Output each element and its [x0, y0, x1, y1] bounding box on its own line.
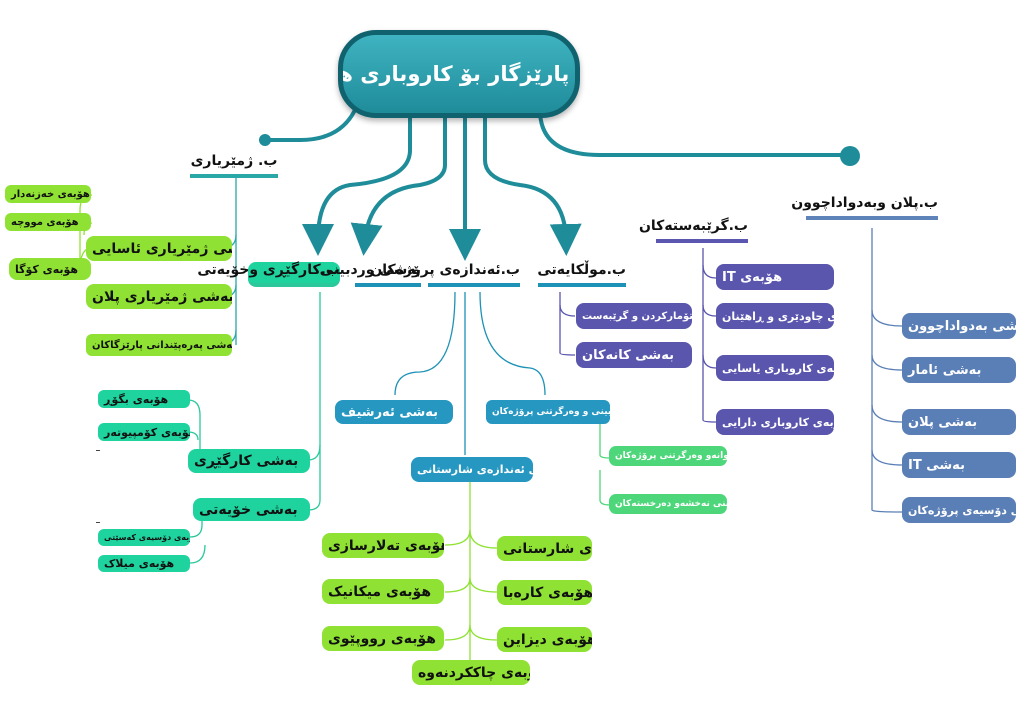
zhmeryari-item-3[interactable]: بەشی پەرەپێندانی پارێزگاکان — [86, 334, 232, 356]
khoyeti-sub-2[interactable]: هۆبەی میلاک — [98, 555, 190, 572]
andazyari-civil[interactable]: بەشی ئەندازەی شارستانی — [411, 457, 533, 482]
andazyari-review[interactable]: بەشی وردبینی و وەرگرتنی پرۆژەکان — [486, 400, 610, 424]
header-wurdbini[interactable]: بەشی وردبینی — [320, 262, 421, 287]
zhmeryari-item-2[interactable]: بەشی ژمێریاری پلان — [86, 284, 232, 309]
kargeri-sub-1[interactable]: هۆبەی بگۆڕ — [98, 390, 190, 408]
plan-item-3[interactable]: بەشی پلان — [902, 409, 1016, 435]
zhmeryari-sub-3[interactable]: هۆبەی کۆگا — [9, 258, 91, 280]
review-sub-2[interactable]: هۆبەی وردبینی نەخشەو دەرخستەکان — [609, 494, 727, 514]
civil-bottom[interactable]: هۆبەی چاککردنەوە — [412, 660, 530, 685]
header-kargeri[interactable]: ب.کارگێڕی وخۆیەتی — [197, 262, 340, 287]
andazyari-archive[interactable]: بەشی ئەرشیف — [335, 400, 453, 424]
connector-dot — [259, 134, 271, 146]
civil-right-2[interactable]: هۆبەی کارەبا — [497, 580, 592, 605]
civil-left-1[interactable]: هۆبەی تەلارسازی — [322, 533, 444, 558]
khoyeti-sub-1[interactable]: هۆبەی دۆسیەی کەسێتی — [98, 529, 190, 546]
zhmeryari-item-1[interactable]: بەشی ژمێریاری ئاسایی — [86, 236, 232, 261]
header-grebast[interactable]: ب.گرێبەستەکان — [639, 218, 748, 243]
kargeri-sub-2[interactable]: هۆبەی کۆمپیوتەر — [98, 423, 190, 441]
grebast-item-1[interactable]: هۆبەی IT — [716, 264, 834, 290]
header-zhmeryari[interactable]: ب. ژمێریاری — [190, 153, 278, 178]
zhmeryari-sub-1[interactable]: هۆبەی خەزنەدار — [5, 185, 91, 203]
grebast-item-3[interactable]: هۆبەی کاروباری یاسایی — [716, 355, 834, 381]
header-andazyari[interactable]: ب.ئەندازەی پرۆژەکان — [370, 262, 520, 287]
kargeri-item-2[interactable]: بەشی خۆیەتی — [193, 498, 310, 521]
civil-left-2[interactable]: هۆبەی میکانیک — [322, 579, 444, 604]
civil-right-1[interactable]: هۆبەی شارستانی — [497, 536, 592, 561]
civil-right-3[interactable]: هۆبەی دیزاین — [497, 627, 592, 652]
root-title[interactable]: جێگری پارێزگار بۆ کاروباری هونەری — [338, 30, 580, 118]
kargeri-item-1[interactable]: بەشی کارگێڕی — [188, 449, 310, 473]
header-mulkayati[interactable]: ب.موڵکایەتی — [537, 262, 626, 287]
mulkayati-item-1[interactable]: بەشی تۆمارکردن و گرێبەست — [576, 303, 692, 329]
review-sub-1[interactable]: هۆبەی پێوانەو وەرگرتنی پرۆژەکان — [609, 446, 727, 466]
connector-dot — [840, 146, 860, 166]
tick-mark — [96, 522, 100, 523]
tick-mark — [96, 450, 100, 451]
header-plan[interactable]: ب.پلان وبەدواداچوون — [791, 195, 938, 220]
mulkayati-item-2[interactable]: بەشی کانەکان — [576, 342, 692, 368]
civil-left-3[interactable]: هۆبەی رووپێوی — [322, 626, 444, 651]
plan-item-5[interactable]: بەشی دۆسیەی پرۆژەکان — [902, 497, 1016, 523]
grebast-item-4[interactable]: هۆبەی کاروباری دارایی — [716, 409, 834, 435]
plan-item-1[interactable]: بەشی بەدواداچوون — [902, 313, 1016, 339]
plan-item-4[interactable]: بەشی IT — [902, 452, 1016, 478]
grebast-item-2[interactable]: هۆبەی چاودێری و ڕاهێنان — [716, 303, 834, 329]
plan-item-2[interactable]: بەشی ئامار — [902, 357, 1016, 383]
zhmeryari-sub-2[interactable]: هۆبەی مووچە — [5, 213, 91, 231]
